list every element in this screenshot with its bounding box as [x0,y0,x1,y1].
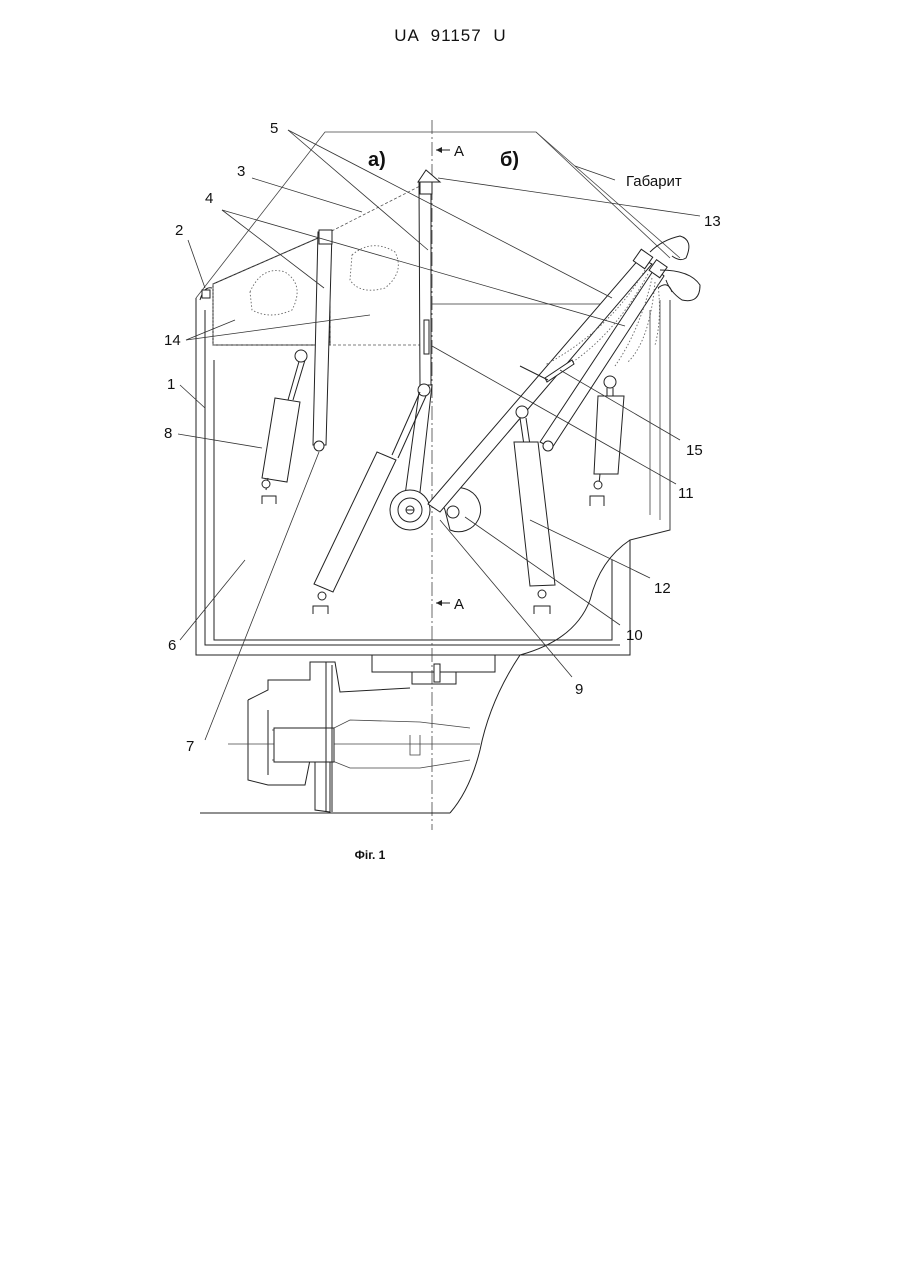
callout-labels: 5 3 4 2 14 1 8 6 7 13 15 11 12 10 9 а) б… [164,120,721,755]
chassis-gearbox [200,655,495,813]
figure-caption: Фіг. 1 [340,848,400,862]
callout-2: 2 [175,222,183,239]
callout-1: 1 [167,376,175,393]
callout-5: 5 [270,120,278,137]
view-label-a: а) [368,149,386,171]
callout-7: 7 [186,738,194,755]
cylinder-left [262,350,307,504]
posts-right [428,236,700,512]
callout-4: 4 [205,190,213,207]
section-label-top: А [454,143,464,160]
view-label-b: б) [500,149,519,171]
callout-13: 13 [704,213,721,230]
callout-11: 11 [678,485,694,502]
callout-15: 15 [686,442,703,459]
callout-3: 3 [237,163,245,180]
latch-left [200,288,212,300]
callout-10: 10 [626,627,643,644]
section-label-bottom: А [454,596,464,613]
callout-12: 12 [654,580,671,597]
callout-14: 14 [164,332,181,349]
gabarit-label: Габарит [626,173,682,190]
drive-wheels [390,488,481,532]
callout-9: 9 [575,681,583,698]
callout-6: 6 [168,637,176,654]
callout-8: 8 [164,425,172,442]
